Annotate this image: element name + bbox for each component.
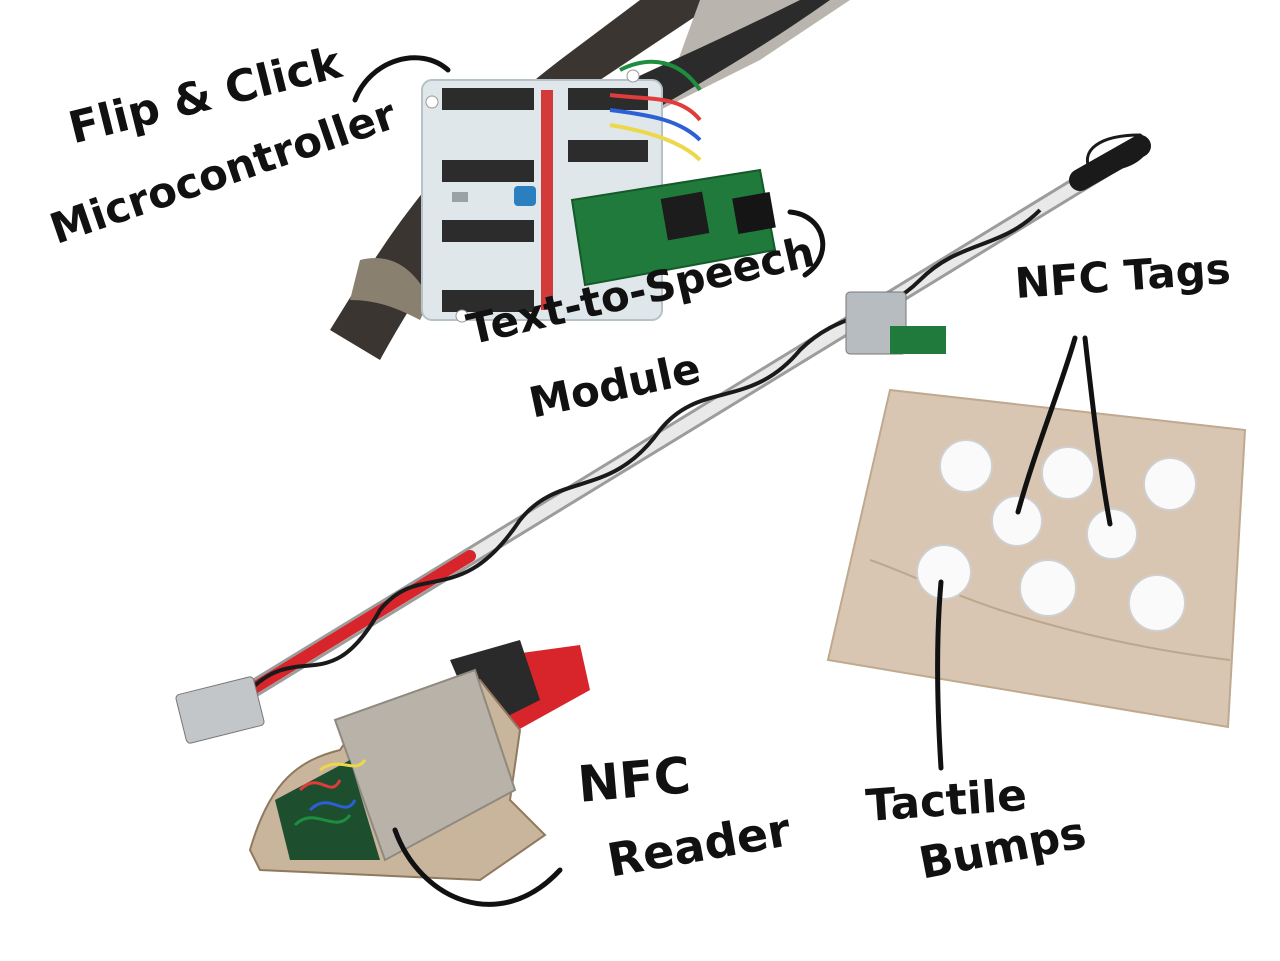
nfc-tag-7 (1020, 560, 1076, 616)
nfc-tag-4 (992, 496, 1042, 546)
nfc-tag-1 (940, 440, 992, 492)
nfc-tag-3 (1144, 458, 1196, 510)
nfc-tag-2 (1042, 447, 1094, 499)
nfc-reader-bundle (250, 640, 590, 880)
nfc-tag-6 (917, 545, 971, 599)
nfc-tag-5 (1087, 509, 1137, 559)
nfc-tag-8 (1129, 575, 1185, 631)
label-nfc: NFC (576, 750, 693, 810)
label-tactile: Tactile (864, 774, 1028, 829)
cardboard-panel (828, 390, 1245, 727)
